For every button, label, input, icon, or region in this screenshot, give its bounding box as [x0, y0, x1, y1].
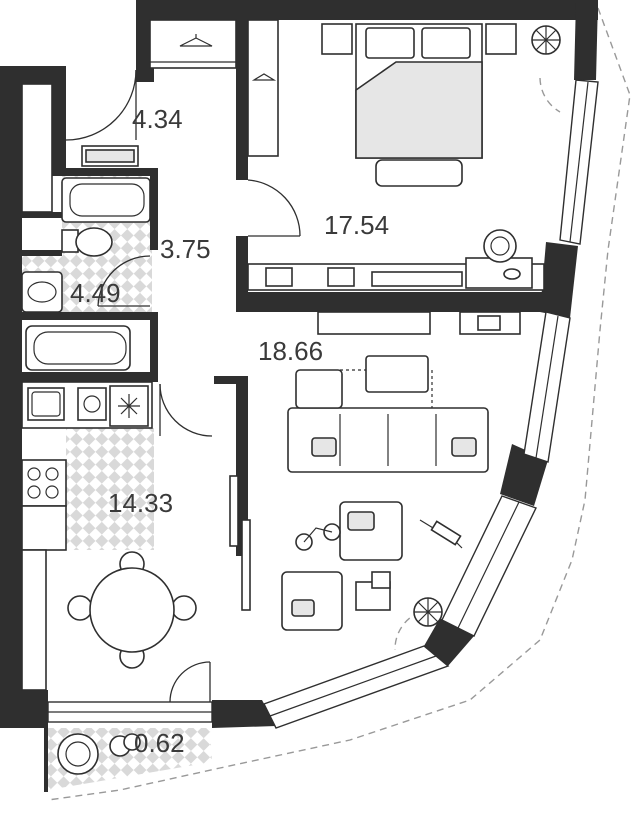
- bedroom-area-label: 17.54: [324, 210, 389, 240]
- kitchen-area-label: 14.33: [108, 488, 173, 518]
- plant-icon: [531, 25, 561, 55]
- hall-furniture: [21, 19, 237, 213]
- area-labels: 4.34 17.54 3.75 4.49 18.66 14.33 0.62: [70, 104, 389, 758]
- bath-fixtures: [21, 177, 151, 371]
- hall-area-label: 4.34: [132, 104, 183, 134]
- walls: [0, 0, 598, 792]
- wc-area-label: 3.75: [160, 234, 211, 264]
- balcony-furniture: [57, 733, 141, 775]
- bathroom-area-label: 4.49: [70, 278, 121, 308]
- bedroom-furniture: [247, 19, 561, 291]
- sliding-partition: [229, 475, 251, 611]
- living-furniture: [281, 311, 521, 631]
- snowflake-icon: [118, 394, 140, 418]
- kitchen-furniture: [21, 381, 197, 691]
- plant-icon: [413, 597, 443, 627]
- living-area-label: 18.66: [258, 336, 323, 366]
- windows: [47, 79, 599, 729]
- doors: [65, 69, 301, 703]
- balcony-area-label: 0.62: [134, 728, 185, 758]
